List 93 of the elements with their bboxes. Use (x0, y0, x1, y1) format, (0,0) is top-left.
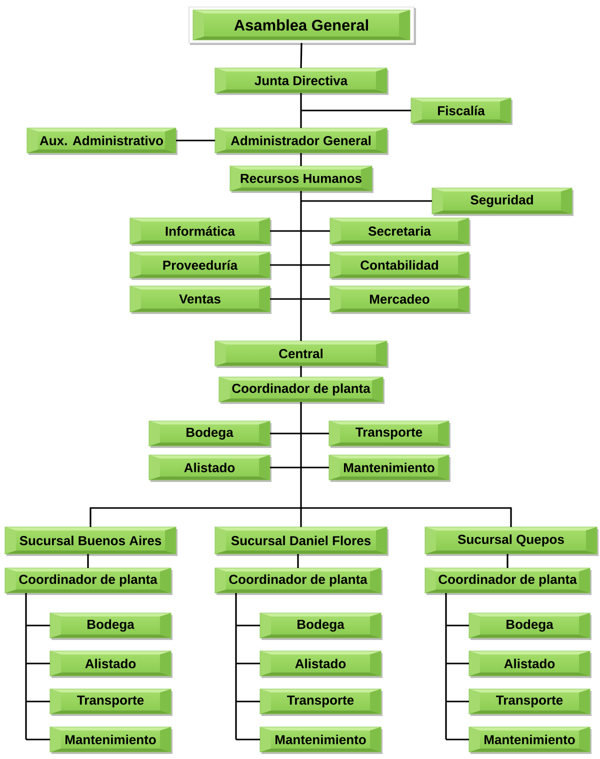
org-box: Fiscalía (410, 98, 512, 125)
connector-line (300, 153, 302, 166)
connector-line (301, 466, 329, 468)
connector-line (506, 554, 508, 568)
connector-line (445, 593, 447, 626)
connector-line (270, 298, 301, 300)
org-box: Transporte (50, 688, 172, 716)
connector-line (26, 624, 50, 626)
org-box: Coordinador de planta (424, 568, 592, 595)
connector-line (235, 702, 237, 740)
connector-line (446, 700, 469, 702)
org-box: Ventas (130, 286, 272, 314)
connector-line (25, 664, 27, 702)
org-box: Coordinador de planta (4, 568, 172, 595)
connector-line (301, 298, 330, 300)
connector-line (26, 738, 50, 740)
connector-line (300, 299, 302, 341)
org-box: Seguridad (432, 188, 574, 216)
org-box: Mantenimiento (50, 726, 172, 754)
connector-line (235, 664, 237, 702)
connector-line (301, 200, 432, 202)
connector-line (300, 201, 302, 231)
org-box: Contabilidad (330, 252, 470, 280)
connector-line (25, 593, 27, 626)
connector-line (446, 624, 469, 626)
org-box: Bodega (468, 612, 592, 640)
connector-line (445, 626, 447, 664)
connector-line (236, 700, 260, 702)
org-box: Coordinador de planta (218, 376, 384, 404)
connector-line (301, 264, 330, 266)
connector-line (445, 702, 447, 740)
org-box: Alistado (260, 650, 382, 678)
connector-line (446, 662, 469, 664)
org-box: Mantenimiento (328, 454, 450, 482)
connector-line (236, 662, 260, 664)
org-box: Bodega (260, 612, 382, 640)
connector-line (300, 42, 302, 68)
connector-line (300, 191, 302, 201)
org-box: Sucursal Buenos Aires (4, 526, 178, 556)
connector-line (25, 702, 27, 740)
connector-line (301, 230, 330, 232)
org-box: Recursos Humanos (230, 166, 374, 193)
org-box: Administrador General (214, 128, 388, 155)
connector-line (90, 507, 301, 527)
connector-line (270, 230, 301, 232)
org-box: Alistado (148, 454, 272, 482)
org-box: Secretaria (330, 218, 470, 246)
connector-line (445, 664, 447, 702)
org-box: Transporte (328, 420, 450, 448)
org-box: Aux. Administrativo (26, 128, 178, 155)
connector-line (270, 466, 301, 468)
connector-line (236, 738, 260, 740)
connector-line (300, 231, 302, 265)
connector-line (301, 432, 329, 434)
connector-line (301, 507, 512, 527)
connector-line (446, 738, 469, 740)
org-box: Informática (130, 218, 272, 246)
org-box: Bodega (148, 420, 272, 448)
org-box: Junta Directiva (214, 68, 388, 95)
org-box: Mercadeo (330, 286, 470, 314)
connector-line (26, 662, 50, 664)
org-box: Sucursal Daniel Flores (214, 526, 388, 556)
connector-line (301, 110, 411, 112)
connector-line (300, 265, 302, 299)
connector-line (300, 93, 302, 110)
connector-line (300, 434, 302, 468)
connector-line (300, 508, 302, 527)
org-box: Mantenimiento (468, 726, 592, 754)
connector-line (87, 554, 89, 568)
org-box: Asamblea General (188, 6, 416, 45)
connector-line (26, 700, 50, 702)
connector-line (270, 264, 301, 266)
org-box: Alistado (468, 650, 592, 678)
org-box: Mantenimiento (260, 726, 382, 754)
org-box: Transporte (468, 688, 592, 716)
org-box: Bodega (50, 612, 172, 640)
connector-line (235, 593, 237, 626)
org-box: Alistado (50, 650, 172, 678)
connector-line (300, 366, 302, 377)
connector-line (235, 626, 237, 664)
connector-line (270, 432, 301, 434)
connector-line (300, 468, 302, 508)
org-box: Proveeduría (130, 252, 272, 280)
connector-line (25, 626, 27, 664)
connector-line (300, 402, 302, 434)
org-box: Coordinador de planta (214, 568, 382, 595)
org-box: Transporte (260, 688, 382, 716)
connector-line (297, 554, 299, 568)
connector-line (300, 110, 302, 128)
connector-line (176, 140, 215, 142)
org-box: Sucursal Quepos (424, 526, 598, 556)
org-box: Central (214, 340, 388, 368)
connector-line (236, 624, 260, 626)
